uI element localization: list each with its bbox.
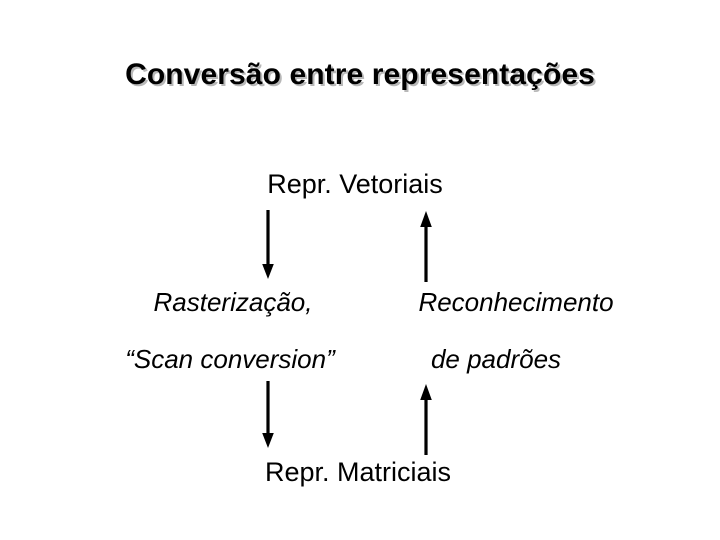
arrow-down-scan-to-matriciais <box>258 381 278 449</box>
arrow-up-reconhecimento-to-vetoriais <box>416 210 436 282</box>
arrow-down-vetoriais-to-rasterizacao <box>258 210 278 280</box>
arrow-up-icon <box>420 384 432 455</box>
edge-label-scan-conversion-text: “Scan conversion” <box>125 344 335 374</box>
arrow-down-icon <box>262 210 274 279</box>
edge-label-rasterizacao-text: Rasterização, <box>153 287 313 317</box>
arrow-up-matriciais-to-reconhecimento <box>416 383 436 455</box>
edge-label-reconhecimento-text: Reconhecimento <box>418 287 614 317</box>
arrow-up-icon <box>420 211 432 282</box>
page-title: Conversão entre representações <box>125 58 595 91</box>
edge-label-de-padroes: de padrões <box>356 344 636 375</box>
node-repr-vetoriais: Repr. Vetoriais <box>0 168 720 200</box>
node-repr-vetoriais-label: Repr. Vetoriais <box>267 169 443 199</box>
node-repr-matriciais: Repr. Matriciais <box>0 456 720 488</box>
edge-label-rasterizacao: Rasterização, <box>83 287 383 318</box>
edge-label-reconhecimento: Reconhecimento <box>376 287 656 318</box>
arrow-down-icon <box>262 381 274 448</box>
node-repr-matriciais-label: Repr. Matriciais <box>264 457 452 487</box>
edge-label-de-padroes-text: de padrões <box>430 344 562 374</box>
edge-label-scan-conversion: “Scan conversion” <box>80 344 380 375</box>
